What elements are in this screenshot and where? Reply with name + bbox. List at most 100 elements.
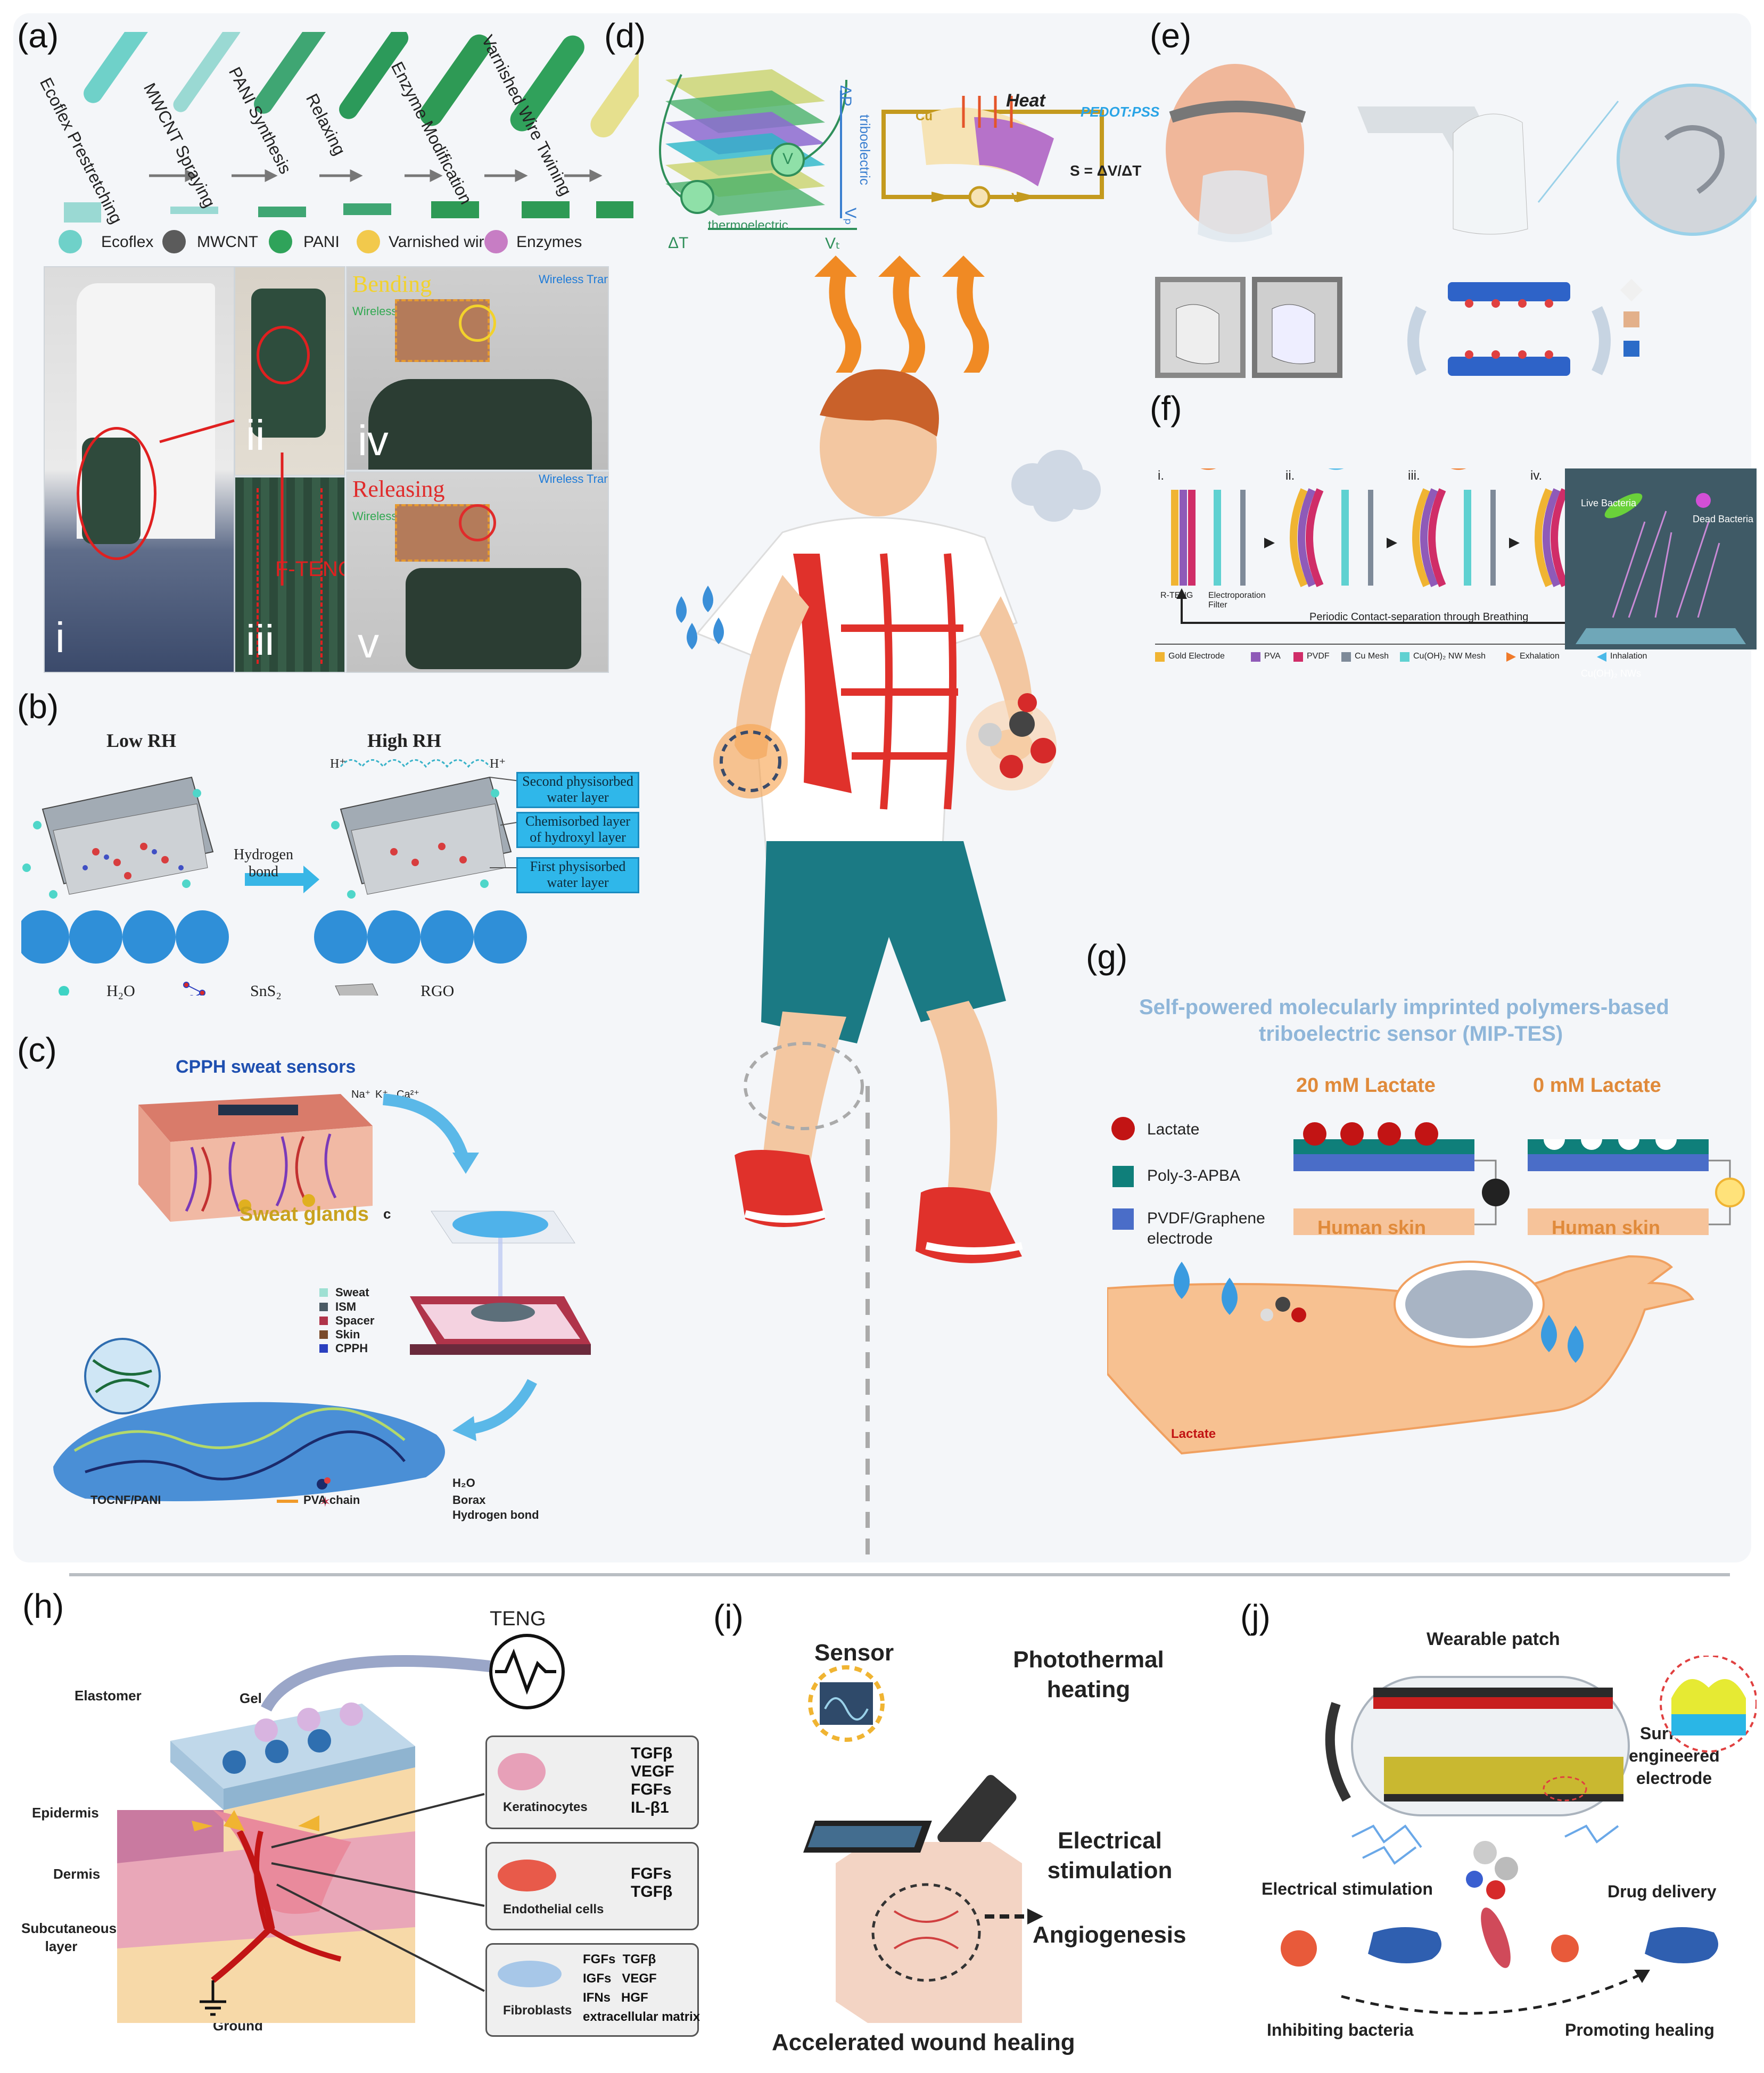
elastomer-label: Elastomer <box>75 1688 142 1704</box>
hydrogen-bond-label: Hydrogen bond <box>234 846 293 880</box>
heat-label: Heat <box>1006 91 1045 111</box>
legend-swatch-pani <box>269 230 292 253</box>
panel-h: (h) TENG Gel Elastomer Epidermis Dermis … <box>0 1576 713 2071</box>
ion-na: Na⁺ <box>351 1089 371 1100</box>
box-second-water: Second physisorbed water layer <box>516 772 639 808</box>
low-rh-title: Low RH <box>106 730 177 751</box>
promoting-label: Promoting healing <box>1565 2020 1714 2039</box>
wound-healing-diagram <box>803 1665 1043 2023</box>
legend-c-hbond: Hydrogen bond <box>452 1508 539 1521</box>
panel-a: (a) Ecoflex Prestretching MWCNT Spraying… <box>0 0 639 681</box>
vt-label: Vₜ <box>825 235 840 252</box>
releasing-label: Releasing <box>352 476 445 502</box>
hplus-right: H⁺ <box>490 757 506 771</box>
layer-cpph: CPPH <box>335 1342 368 1355</box>
wearable-patch-label: Wearable patch <box>1427 1629 1560 1649</box>
transmitter-label-v: Wireless Transmitter <box>539 472 608 486</box>
photo-iv: Bending Wireless Receiver Wireless Trans… <box>346 266 609 471</box>
panel-g-label: (g) <box>1086 937 1128 976</box>
legend-c-borax: Borax <box>452 1493 486 1507</box>
dermis-label: Dermis <box>53 1866 101 1882</box>
skin-label-right: Human skin <box>1552 1216 1661 1238</box>
box-first-water: First physisorbed water layer <box>516 857 639 893</box>
high-rh-title: High RH <box>367 730 442 751</box>
wearable-patch-diagram <box>1281 1656 1757 2015</box>
subcutaneous-label: Subcutaneous layer <box>21 1920 117 1954</box>
cuoh-nws-label: Cu(OH)₂ NWs <box>1581 668 1641 679</box>
photo-label-iii: iii <box>246 616 275 664</box>
endothelial-factors: FGFs TGFβ <box>631 1865 673 1901</box>
vp-label: Vₚ <box>842 208 859 225</box>
endothelial-label: Endothelial cells <box>503 1902 604 1916</box>
legend-pvdf-graphene: PVDF/Graphene electrode <box>1147 1210 1265 1247</box>
legend-swatch-mwcnt <box>162 230 186 253</box>
legend-c-pva: PVA chain <box>303 1493 360 1507</box>
sensor-label: Sensor <box>814 1640 894 1666</box>
legend-c-h2o: H₂O <box>452 1476 475 1490</box>
fiber-6 <box>510 35 584 131</box>
photo-label-v: v <box>358 619 379 667</box>
inhibiting-label: Inhibiting bacteria <box>1267 2020 1414 2039</box>
c-small-label: c <box>383 1206 391 1222</box>
legend-pvdf: PVDF <box>1307 652 1330 661</box>
photo-v: Releasing Wireless Receiver Wireless Tra… <box>346 471 609 673</box>
fiber-5 <box>419 34 491 126</box>
stage-iv: iv. <box>1530 468 1543 483</box>
hplus-left: H⁺ <box>330 757 346 771</box>
fabrication-steps-diagram <box>64 32 639 223</box>
photo-ii: ii <box>234 266 345 476</box>
panel-i-label: (i) <box>713 1598 744 1636</box>
photo-connector-lines <box>159 419 284 586</box>
svg-text:✶: ✶ <box>319 1494 331 1509</box>
legend-cu-mesh: Cu Mesh <box>1355 652 1389 661</box>
panel-h-label: (h) <box>22 1587 64 1625</box>
rteng-label: R-TENG <box>1160 591 1193 600</box>
runner-illustration <box>676 256 1101 1565</box>
delta-t-label: ΔT <box>668 234 689 252</box>
legend-sns2: SnS₂ <box>250 982 282 1000</box>
photo-label-iv: iv <box>358 417 389 464</box>
hybrid-generator-diagram <box>659 69 1104 230</box>
accelerated-label: Accelerated wound healing <box>772 2029 1075 2055</box>
photo-i: i <box>44 266 235 673</box>
seebeck-label: S = ΔV/ΔT <box>1070 162 1142 179</box>
legend-label-mwcnt: MWCNT <box>197 233 258 251</box>
rh-mechanism-diagram <box>21 759 533 996</box>
panel-c: (c) CPPH sweat sensors Na⁺ K⁺ Ca²⁺ <box>0 1030 639 1521</box>
legend-swatch-enzymes <box>484 230 508 253</box>
panel-b: (b) Low RH High RH H⁺ H⁺ Hydrog <box>0 687 639 1027</box>
keratinocytes-box: Keratinocytes TGFβ VEGF FGFs IL-β1 <box>485 1735 699 1829</box>
panel-d-label: (d) <box>604 17 646 55</box>
transmitter-label-iv: Wireless Transmitter <box>539 273 608 286</box>
fibroblasts-box: Fibroblasts FGFs TGFβ IGFs VEGF IFNs HGF… <box>485 1943 700 2037</box>
periodic-label: Periodic Contact-separation through Brea… <box>1309 611 1529 623</box>
pedot-label: PEDOT:PSS <box>1081 104 1160 120</box>
keratinocytes-label: Keratinocytes <box>503 1800 588 1814</box>
fiber-1 <box>84 32 156 103</box>
panel-d: (d) ΔP triboelectric Vₚ ΔT thermoelectri… <box>601 0 1159 373</box>
panel-j: (j) Wearable patch Surface-engineered el… <box>1214 1576 1764 2071</box>
panel-a-label: (a) <box>17 17 59 55</box>
legend-label-varnished: Varnished wire <box>389 233 493 251</box>
bending-label: Bending <box>352 271 432 297</box>
photo-label-i: i <box>55 614 65 661</box>
panel-e-label: (e) <box>1150 17 1192 55</box>
c20-label: 20 mM Lactate <box>1296 1074 1436 1097</box>
endothelial-box: Endothelial cells FGFs TGFβ <box>485 1842 699 1930</box>
electrical-label-j: Electrical stimulation <box>1262 1879 1433 1898</box>
fibroblasts-factors: FGFs TGFβ IGFs VEGF IFNs HGF extracellul… <box>583 1952 700 2024</box>
teng-label: TENG <box>490 1608 546 1630</box>
epidermis-label: Epidermis <box>32 1805 99 1821</box>
legend-cuoh-mesh: Cu(OH)₂ NW Mesh <box>1413 652 1486 661</box>
delta-p-label: ΔP <box>837 85 854 107</box>
panel-e: (e) <box>1134 0 1757 405</box>
triboelectric-label: triboelectric <box>857 114 873 185</box>
panel-i: (i) Sensor Photothermal heating Electric… <box>692 1576 1224 2071</box>
legend-gold: Gold Electrode <box>1168 652 1225 661</box>
fiber-7 <box>590 41 639 138</box>
angiogenesis-label: Angiogenesis <box>1033 1922 1186 1948</box>
stage-i: i. <box>1158 468 1164 483</box>
panel-j-label: (j) <box>1240 1598 1271 1636</box>
photo-label-ii: ii <box>246 412 265 459</box>
mask-illustration <box>1155 64 1757 378</box>
